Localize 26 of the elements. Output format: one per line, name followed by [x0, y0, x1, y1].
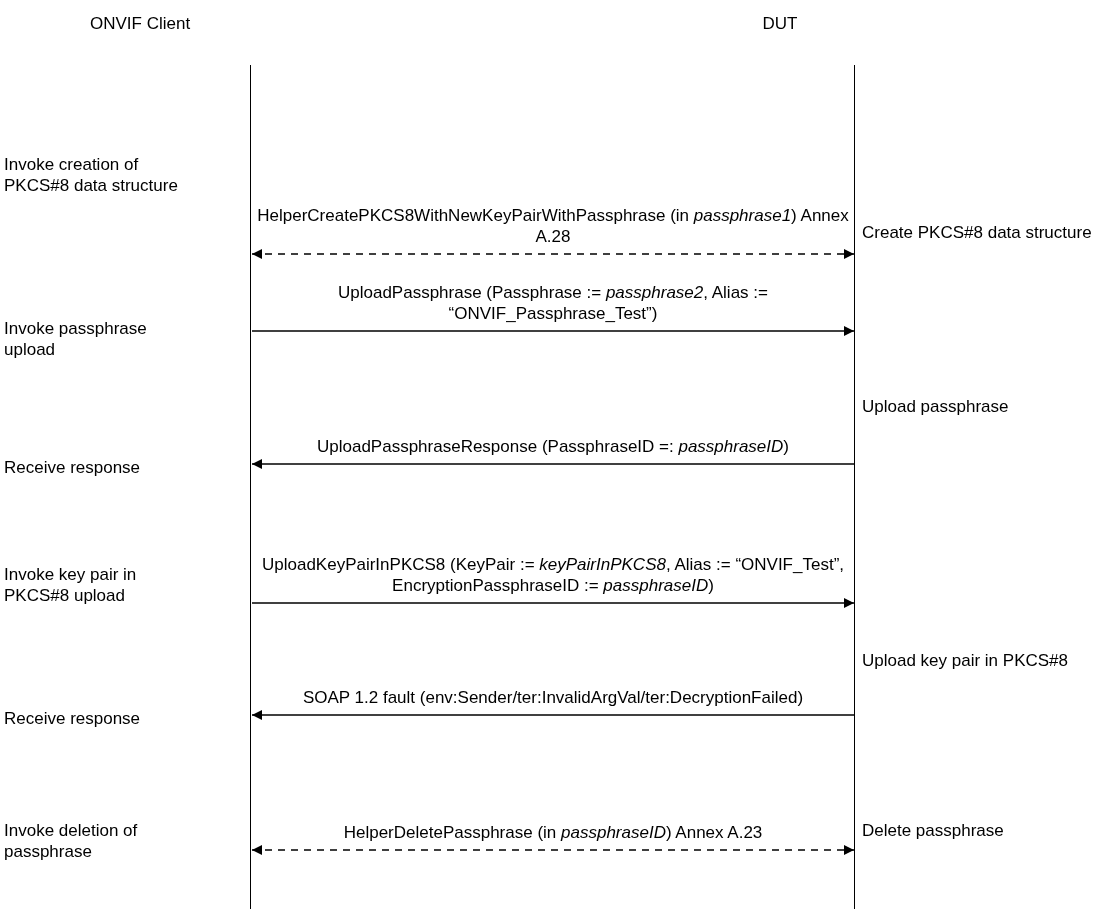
step-note: Receive response [4, 457, 142, 478]
step-note: Create PKCS#8 data structure [862, 222, 1093, 243]
message-label: HelperCreatePKCS8WithNewKeyPairWithPassphrase (in passphrase1) Annex A.28 [256, 205, 850, 247]
step-note: Invoke key pair in PKCS#8 upload [4, 564, 138, 606]
message-arrow [251, 710, 855, 720]
step-note: Invoke deletion of passphrase [4, 820, 139, 862]
message-arrow [251, 459, 855, 469]
message-arrow [251, 598, 855, 608]
message-label: UploadPassphrase (Passphrase := passphrase2, Alias := “ONVIF_Passphrase_Test”) [337, 282, 769, 324]
message-label: SOAP 1.2 fault (env:Sender/ter:InvalidArgVal/ter:DecryptionFailed) [301, 687, 805, 708]
lifeline [250, 65, 251, 909]
step-note: Invoke creation of PKCS#8 data structure [4, 154, 179, 196]
step-note: Upload passphrase [862, 396, 1010, 417]
dashed-arrow [251, 249, 855, 259]
step-note: Delete passphrase [862, 820, 1005, 841]
message-arrow [251, 326, 855, 336]
step-note: Upload key pair in PKCS#8 [862, 650, 1069, 671]
message-label: HelperDeletePassphrase (in passphraseID) Annex A.23 [342, 822, 764, 843]
lifeline-header: DUT [762, 13, 798, 34]
lifeline [854, 65, 855, 909]
lifeline-header: ONVIF Client [90, 13, 191, 34]
step-note: Receive response [4, 708, 142, 729]
message-label: UploadPassphraseResponse (PassphraseID =: passphraseID) [316, 436, 790, 457]
step-note: Invoke passphrase upload [4, 318, 148, 360]
dashed-arrow [251, 845, 855, 855]
message-label: UploadKeyPairInPKCS8 (KeyPair := keyPairInPKCS8, Alias := “ONVIF_Test”, EncryptionPassphraseID := passphraseID) [260, 554, 845, 596]
